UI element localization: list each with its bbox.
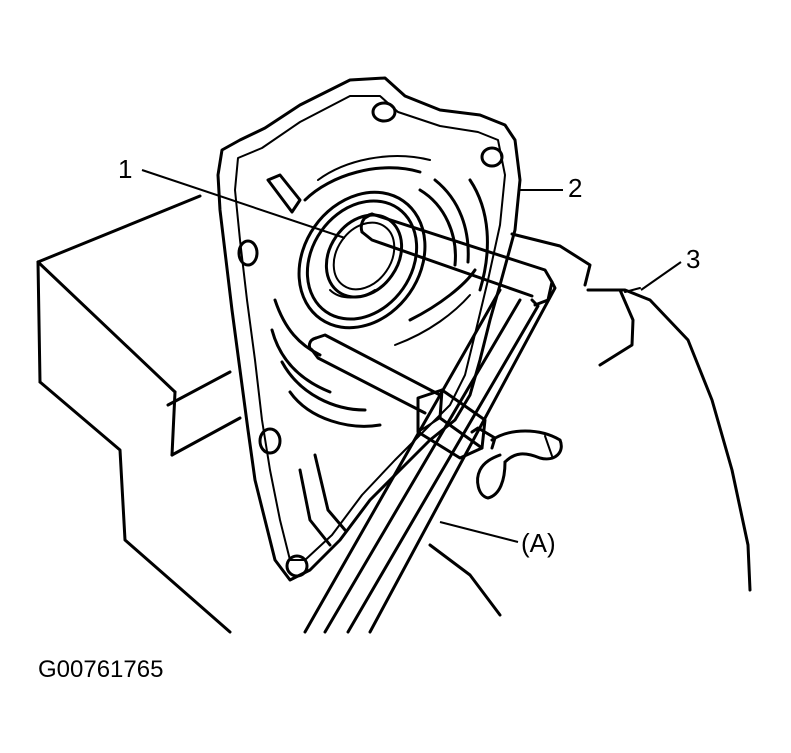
leader-line-1 bbox=[141, 169, 346, 239]
leader-line-3 bbox=[640, 261, 682, 291]
transmission-case bbox=[428, 232, 752, 617]
cover-plate bbox=[216, 76, 522, 582]
seal-puller-tool bbox=[303, 212, 563, 634]
oil-seal bbox=[297, 190, 427, 330]
leader-line-a bbox=[439, 521, 519, 543]
callout-2: 2 bbox=[568, 173, 582, 203]
vise-block bbox=[36, 194, 242, 634]
figure-code: G00761765 bbox=[38, 656, 163, 683]
callout-a: (A) bbox=[521, 528, 556, 558]
callout-3: 3 bbox=[686, 244, 700, 274]
callout-1: 1 bbox=[118, 154, 132, 184]
